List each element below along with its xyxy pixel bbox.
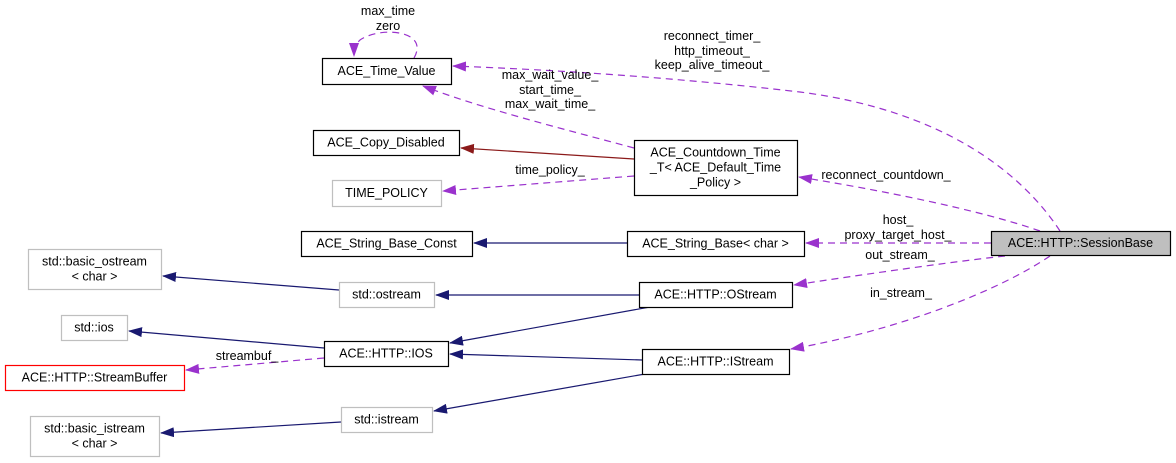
edge-istream-to-std-istream bbox=[433, 373, 646, 414]
class-node-box bbox=[338, 281, 436, 309]
edge-time-value-to-time-value bbox=[349, 31, 418, 59]
class-node-label: std::ios bbox=[74, 321, 114, 335]
nodes-layer: ACE_Time_ValueACE_Copy_DisabledTIME_POLI… bbox=[4, 57, 1172, 458]
edge-label: streambuf_ bbox=[216, 349, 280, 363]
edge-label: host_ bbox=[883, 213, 915, 227]
class-node-box bbox=[27, 248, 163, 291]
class-node-label: std::basic_ostream bbox=[42, 255, 147, 269]
class-node-label: ACE::HTTP::IOS bbox=[339, 347, 433, 361]
class-node-label: < char > bbox=[72, 437, 118, 451]
class-node-label: ACE_Time_Value bbox=[338, 64, 436, 78]
edge-countdown-to-time-policy bbox=[442, 175, 635, 195]
class-node-box bbox=[321, 57, 453, 86]
edge-countdown-to-time-value bbox=[422, 85, 635, 149]
class-node-box bbox=[60, 314, 129, 342]
class-node-string-base-const[interactable]: ACE_String_Base_Const bbox=[300, 230, 474, 258]
class-node-session-base: ACE::HTTP::SessionBase bbox=[990, 230, 1172, 257]
class-node-std-ios[interactable]: std::ios bbox=[60, 314, 129, 342]
edge-session-base-to-countdown bbox=[798, 174, 1041, 232]
edge-session-base-to-ostream bbox=[793, 255, 1006, 288]
edge-label: zero bbox=[376, 19, 400, 33]
edge-istream-to-ios bbox=[449, 349, 643, 361]
edges-layer bbox=[128, 31, 1061, 438]
class-node-label: ACE::HTTP::SessionBase bbox=[1008, 236, 1153, 250]
class-node-box bbox=[4, 364, 186, 392]
class-node-label: ACE::HTTP::OStream bbox=[654, 288, 776, 302]
edge-label: keep_alive_timeout_ bbox=[655, 58, 771, 72]
class-node-label: ACE_Countdown_Time bbox=[650, 146, 780, 160]
class-node-std-ostream[interactable]: std::ostream bbox=[338, 281, 436, 309]
class-node-ios[interactable]: ACE::HTTP::IOS bbox=[323, 340, 450, 368]
class-node-countdown[interactable]: ACE_Countdown_Time_T< ACE_Default_Time_P… bbox=[633, 139, 799, 197]
edge-label: reconnect_countdown_ bbox=[821, 168, 951, 182]
class-node-box bbox=[331, 179, 443, 208]
class-node-basic-istream[interactable]: std::basic_istream< char > bbox=[29, 415, 161, 458]
class-node-box bbox=[340, 406, 434, 434]
edge-label: max_wait_value_ bbox=[502, 68, 600, 82]
edge-label: max_time bbox=[361, 4, 415, 18]
edge-label: http_timeout_ bbox=[674, 44, 751, 58]
class-node-std-istream[interactable]: std::istream bbox=[340, 406, 434, 434]
edge-countdown-to-copy-disabled bbox=[460, 143, 635, 160]
edge-session-base-to-istream bbox=[790, 255, 1051, 352]
edge-label: max_wait_time_ bbox=[505, 97, 596, 111]
edge-ostream-to-ios bbox=[449, 306, 651, 346]
class-node-box bbox=[626, 230, 806, 258]
class-node-box bbox=[312, 129, 461, 157]
class-node-streambuffer[interactable]: ACE::HTTP::StreamBuffer bbox=[4, 364, 186, 392]
edge-label: reconnect_timer_ bbox=[664, 29, 762, 43]
edge-label: proxy_target_host_ bbox=[844, 228, 952, 242]
class-node-time-policy[interactable]: TIME_POLICY bbox=[331, 179, 443, 208]
class-node-label: ACE_String_Base< char > bbox=[642, 237, 789, 251]
class-node-label: < char > bbox=[72, 270, 118, 284]
class-node-box bbox=[29, 415, 161, 458]
class-node-label: ACE_Copy_Disabled bbox=[327, 136, 444, 150]
class-node-time-value[interactable]: ACE_Time_Value bbox=[321, 57, 453, 86]
class-node-box bbox=[323, 340, 450, 368]
class-node-label: ACE::HTTP::StreamBuffer bbox=[22, 371, 168, 385]
class-node-basic-ostream[interactable]: std::basic_ostream< char > bbox=[27, 248, 163, 291]
class-node-copy-disabled[interactable]: ACE_Copy_Disabled bbox=[312, 129, 461, 157]
class-node-label: std::ostream bbox=[352, 288, 421, 302]
edge-label: time_policy_ bbox=[515, 163, 586, 177]
class-node-ostream[interactable]: ACE::HTTP::OStream bbox=[638, 281, 794, 309]
edge-label: out_stream_ bbox=[865, 248, 936, 262]
class-node-box bbox=[300, 230, 474, 258]
edge-label: start_time_ bbox=[519, 83, 582, 97]
class-node-label: ACE_String_Base_Const bbox=[316, 237, 457, 251]
edge-std-ostream-to-basic-ostream bbox=[162, 272, 340, 291]
class-node-istream[interactable]: ACE::HTTP::IStream bbox=[641, 348, 791, 376]
class-node-label: std::istream bbox=[354, 413, 419, 427]
class-node-label: _T< ACE_Default_Time bbox=[649, 161, 781, 175]
class-node-box bbox=[990, 230, 1172, 257]
class-node-box bbox=[641, 348, 791, 376]
edge-std-istream-to-basic-istream bbox=[160, 421, 342, 438]
edge-label: in_stream_ bbox=[870, 286, 933, 300]
class-node-label: std::basic_istream bbox=[44, 422, 145, 436]
class-node-box bbox=[633, 139, 799, 197]
class-node-box bbox=[638, 281, 794, 309]
edge-ios-to-std-ios bbox=[128, 327, 325, 349]
class-node-label: ACE::HTTP::IStream bbox=[658, 355, 774, 369]
class-node-label: _Policy > bbox=[689, 176, 741, 190]
class-node-label: TIME_POLICY bbox=[345, 186, 428, 200]
edge-session-base-to-time-value bbox=[452, 61, 1061, 232]
class-node-string-base[interactable]: ACE_String_Base< char > bbox=[626, 230, 806, 258]
